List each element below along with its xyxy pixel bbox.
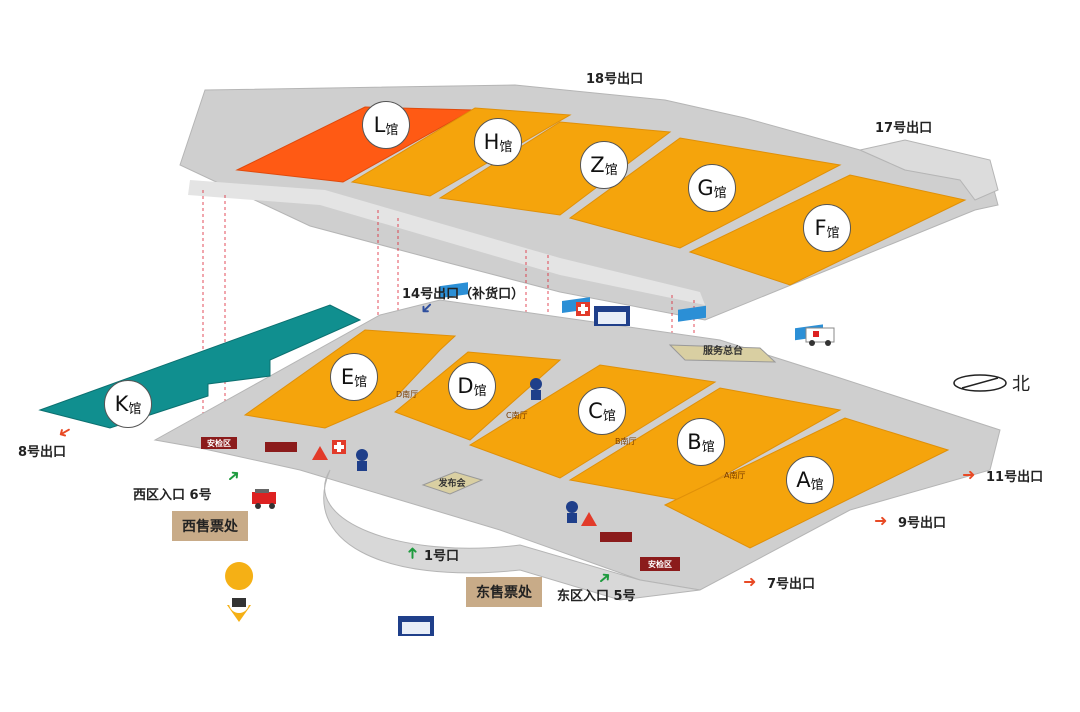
east-ticket-office[interactable]: 东售票处 [466,577,542,607]
first-aid-icon [332,302,590,454]
exit-8-label: 8号出口 [18,445,67,460]
security-sign-east-2-bg [600,532,632,542]
warning-icon [312,446,597,526]
security-sign-east-bg [640,557,680,571]
service-desk-sign: 服务总台 [703,346,743,357]
service-desk-block [668,344,777,363]
upper-floor-plaza [858,139,999,201]
exit-18-label: 18号出口 [586,72,644,87]
d-south-hall-label: D南厅 [396,390,419,399]
exit-11-arrow-icon: ➜ [962,465,976,484]
ambulance-icon [805,327,835,346]
compass-north-label: 北 [1012,374,1030,395]
security-sign-west: 安检区 [207,439,231,448]
a-south-hall-label: A南厅 [724,471,746,480]
west-entrance-label: 西区入口 6号 [133,488,212,503]
bus-stop-icon [225,562,254,622]
blue-sign-1 [440,282,468,299]
exit-7-arrow-icon: ➜ [743,572,757,591]
release-hall-block [421,471,484,495]
security-sign-west-2-bg [265,442,297,452]
release-hall-sign: 发布会 [438,479,466,489]
blue-sign-3 [678,305,706,322]
lower-floor [38,282,1001,601]
b-south-hall-label: B南厅 [615,437,637,446]
exit-11-label: 11号出口 [986,470,1044,485]
east-entrance-label: 东区入口 5号 [557,589,636,604]
exit-17-label: 17号出口 [875,121,933,136]
exit-14-label: 14号出口（补货口） [402,287,525,302]
police-icon [356,378,578,523]
compass-icon [953,374,1007,392]
entrance-plaza [323,469,701,601]
fire-truck-icon [252,489,276,509]
exit-9-label: 9号出口 [898,516,947,531]
gate-1-arrow-icon: ➜ [402,546,422,560]
police-station-icon [398,306,630,636]
security-sign-west-bg [201,437,237,449]
c-south-hall-label: C南厅 [506,411,528,420]
exit-7-label: 7号出口 [767,577,816,592]
exit-9-arrow-icon: ➜ [874,511,888,530]
security-sign-east: 安检区 [648,560,672,569]
upper-walkway [188,180,705,305]
west-ticket-office[interactable]: 西售票处 [172,511,248,541]
gate-1-label: 1号口 [424,549,460,564]
